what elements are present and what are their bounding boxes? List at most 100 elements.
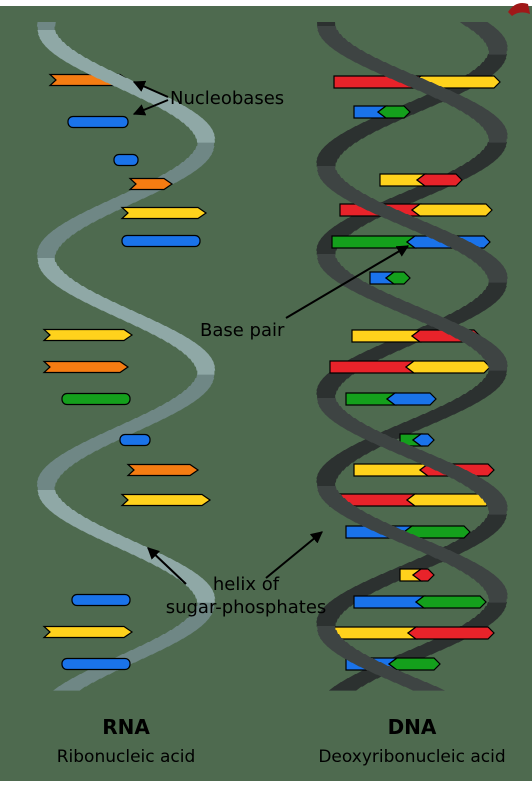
rna-strand-segment [37, 254, 55, 259]
rna-nucleobase [130, 179, 172, 190]
rna-strand-segment [190, 382, 213, 387]
dna-strand-segment [327, 458, 359, 463]
dna-strand-segment [325, 414, 355, 419]
dna-strand-segment [481, 290, 505, 295]
dna-strand-segment [487, 514, 508, 519]
dna-strand-segment [319, 406, 344, 411]
dna-strand-segment [471, 386, 500, 391]
rna-nucleobase [44, 627, 132, 638]
dna-subtitle: Deoxyribonucleic acid [318, 747, 505, 767]
dna-strand-segment [323, 374, 353, 379]
dna-strand-segment [317, 402, 339, 407]
rna-strand-segment [41, 270, 66, 275]
rna-strand-segment [38, 262, 58, 267]
rna-strand-segment [45, 506, 73, 511]
dna-strand-segment [468, 618, 498, 623]
dna-strand-segment [468, 70, 498, 75]
dna-title: DNA [388, 715, 437, 739]
dna-strand-segment [483, 518, 506, 523]
dna-strand-segment [317, 258, 338, 263]
dna-strand-segment [317, 166, 336, 171]
dna-strand-segment [317, 470, 342, 475]
rna-strand-segment [38, 474, 62, 479]
rna-nucleobase [114, 155, 138, 166]
rna-strand-segment [177, 162, 206, 167]
dna-strand-segment [316, 478, 336, 483]
dna-strand-segment [317, 22, 335, 27]
rna-strand-segment [177, 118, 207, 123]
helix-label-line1: helix of [213, 574, 280, 595]
rna-strand-segment [183, 122, 210, 127]
dna-strand-segment [488, 506, 508, 511]
dna-strand-segment [489, 278, 508, 283]
dna-strand-segment [488, 46, 508, 51]
dna-strand-segment [488, 370, 507, 375]
dna-strand-segment [320, 638, 346, 643]
rna-strand-segment [180, 390, 208, 395]
rna-strand-segment [193, 362, 215, 367]
dna-strand-segment [478, 122, 505, 127]
dna-strand-segment [473, 30, 503, 35]
dna-base-right [417, 174, 462, 186]
rna-strand-segment [185, 354, 211, 359]
rna-strand-segment [42, 466, 70, 471]
rna-strand-segment [38, 34, 59, 39]
dna-strand-segment [317, 622, 336, 627]
dna-strand-segment [321, 410, 348, 415]
rna-strand-segment [39, 266, 62, 271]
rna-strand-segment [39, 498, 63, 503]
rna-nucleobase [44, 330, 132, 341]
nucleobases-label: Nucleobases [170, 88, 284, 109]
dna-strand-segment [485, 286, 507, 291]
dna-strand-segment [488, 134, 508, 139]
rna-strand-segment [183, 618, 209, 623]
dna-strand-segment [317, 254, 336, 259]
dna-strand-segment [479, 62, 505, 67]
dna-strand-segment [489, 366, 507, 371]
dna-strand-segment [316, 390, 336, 395]
dna-strand-segment [488, 594, 508, 599]
rna-strand-segment [46, 462, 76, 467]
dna-strand-segment [317, 26, 337, 31]
rna-nucleobase [62, 659, 130, 670]
dna-strand-segment [478, 34, 505, 39]
rna-strand-segment [192, 130, 215, 135]
dna-strand-segment [318, 262, 342, 267]
dna-strand-segment [317, 162, 336, 167]
rna-strand-segment [40, 470, 66, 475]
dna-strand-segment [487, 54, 508, 59]
rna-strand-segment [185, 386, 210, 391]
dna-base-left [330, 361, 414, 373]
dna-strand-segment [486, 142, 507, 147]
rna-strand-segment [196, 366, 215, 371]
rna-subtitle: Ribonucleic acid [57, 747, 196, 767]
dna-strand-segment [489, 138, 507, 143]
dna-strand-segment [489, 510, 507, 515]
rna-nucleobase [122, 236, 200, 247]
base-pair-label: Base pair [200, 320, 285, 341]
rna-strand-segment [43, 274, 70, 279]
dna-strand-segment [483, 146, 506, 151]
rna-nucleobase [44, 362, 128, 373]
dna-strand-segment [474, 614, 502, 619]
rna-strand-segment [38, 26, 55, 31]
dna-strand-segment [476, 382, 503, 387]
dna-strand-segment [474, 154, 502, 159]
dna-strand-segment [489, 50, 507, 55]
dna-strand-segment [482, 126, 507, 131]
rna-strand-segment [44, 234, 73, 239]
dna-strand-segment [479, 610, 505, 615]
dna-strand-segment [482, 586, 507, 591]
rna-strand-segment [192, 150, 214, 155]
dna-strand-segment [317, 170, 338, 175]
dna-strand-segment [467, 114, 499, 119]
dna-strand-segment [467, 486, 499, 491]
rna-nucleobase [72, 595, 130, 606]
dna-strand-segment [325, 502, 355, 507]
rna-title: RNA [102, 715, 150, 739]
dna-strand-segment [468, 530, 498, 535]
dna-strand-segment [323, 642, 352, 647]
dna-strand-segment [467, 574, 499, 579]
dna-strand-segment [323, 182, 352, 187]
dna-strand-segment [470, 258, 501, 263]
